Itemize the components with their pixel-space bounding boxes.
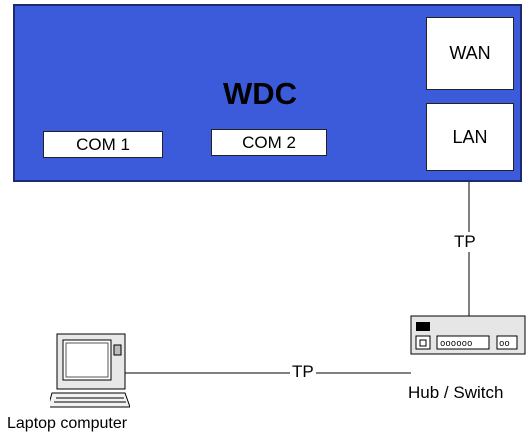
tp-label-hub-laptop: TP [290, 362, 316, 382]
laptop-label: Laptop computer [7, 415, 128, 432]
laptop-icon [50, 333, 130, 408]
com2-port: COM 2 [211, 129, 327, 156]
tp-label-lan-hub: TP [452, 232, 478, 252]
svg-text:oooooo: oooooo [440, 339, 472, 349]
lan-port: LAN [426, 103, 514, 171]
wdc-title: WDC [223, 76, 298, 111]
com1-port: COM 1 [43, 131, 163, 158]
wan-port: WAN [426, 17, 514, 90]
hub-switch-label: Hub / Switch [408, 383, 504, 402]
hub-switch-icon: oooooo oo [410, 315, 526, 355]
svg-text:oo: oo [499, 339, 510, 349]
